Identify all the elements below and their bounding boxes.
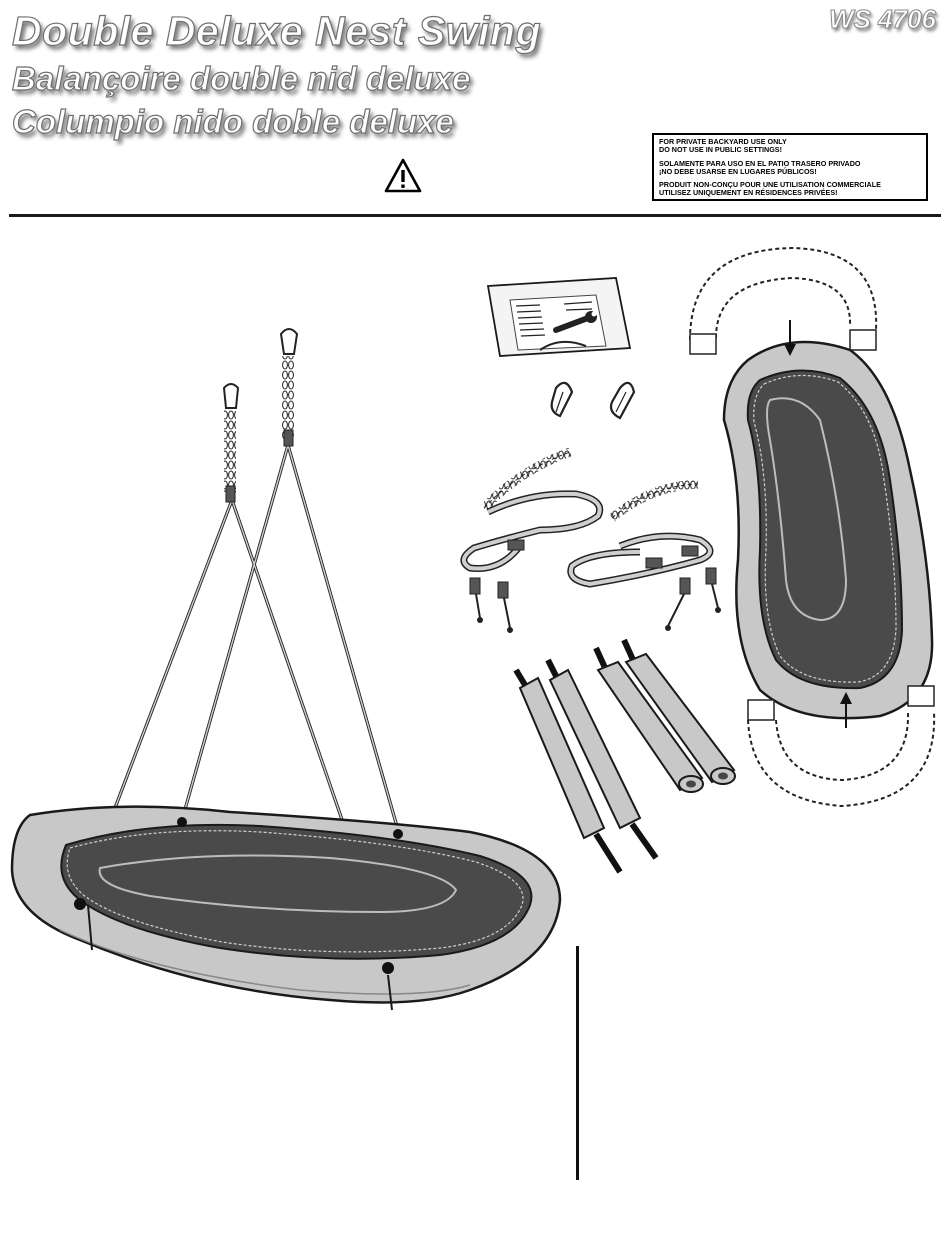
padded-tubes <box>513 638 736 874</box>
title-spanish: Columpio nido doble deluxe <box>11 102 454 140</box>
rope-kit-left <box>460 447 604 633</box>
notice-fr-line2: UTILISEZ UNIQUEMENT EN RÉSIDENCES PRIVÉE… <box>659 188 838 198</box>
carabiners <box>550 381 636 420</box>
header-divider <box>9 214 941 217</box>
warning-triangle-icon <box>384 158 422 193</box>
seat-top-view <box>689 246 936 808</box>
instruction-booklet <box>486 277 632 357</box>
notice-es-line2: ¡NO DEBE USARSE EN LUGARES PÚBLICOS! <box>659 166 817 176</box>
notice-en-line1: FOR PRIVATE BACKYARD USE ONLY <box>659 137 787 146</box>
section-divider <box>576 946 579 1180</box>
chain-left <box>222 383 240 503</box>
rope-kit-right <box>567 479 721 631</box>
notice-es-line1: SOLAMENTE PARA USO EN EL PATIO TRASERO P… <box>659 158 861 168</box>
title-english: Double Deluxe Nest Swing <box>11 7 542 54</box>
private-use-notice: FOR PRIVATE BACKYARD USE ONLY DO NOT USE… <box>652 133 928 201</box>
assembled-swing <box>10 328 562 1011</box>
notice-en-line2: DO NOT USE IN PUBLIC SETTINGS! <box>659 145 782 155</box>
title-french: Balançoire double nid deluxe <box>11 59 471 97</box>
model-number: WS 4706 <box>829 4 937 35</box>
chain-right <box>279 328 299 447</box>
wrench-icon <box>553 311 597 333</box>
notice-fr-line1: PRODUIT NON-CONÇU POUR UNE UTILISATION C… <box>659 180 881 190</box>
